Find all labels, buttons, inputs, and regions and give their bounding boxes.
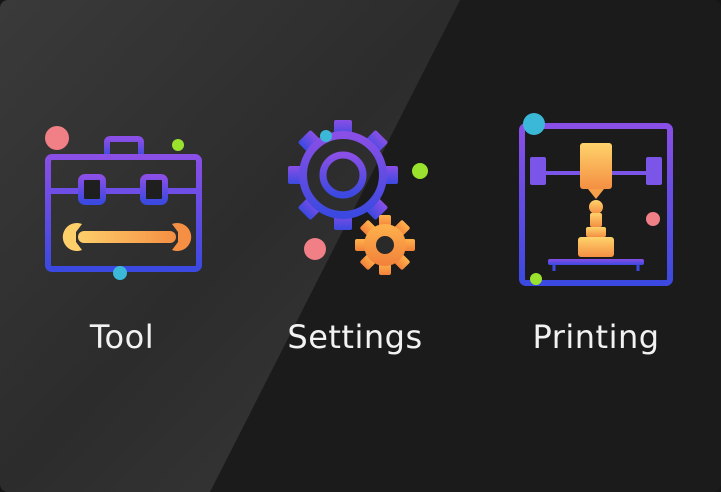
menu-item-tool[interactable]: Tool <box>22 105 222 385</box>
large-gear-icon <box>288 120 398 230</box>
decor-dot-pink <box>646 212 660 226</box>
menu-item-printing[interactable]: Printing <box>496 105 696 385</box>
printed-object <box>578 200 614 257</box>
decor-dot-lime <box>530 273 542 285</box>
decor-dot-lime <box>412 163 428 179</box>
menu-item-settings[interactable]: Settings <box>255 105 455 385</box>
menu-item-label: Printing <box>532 318 660 356</box>
gears-icon <box>288 120 428 275</box>
menu-item-label: Settings <box>287 318 423 356</box>
decor-dot-pink <box>304 238 326 260</box>
decor-dot-cyan <box>523 113 545 135</box>
3d-printer-icon <box>519 113 673 286</box>
wrench-icon <box>62 223 192 251</box>
decor-dot-lime <box>172 139 184 151</box>
decor-dot-pink <box>45 126 69 150</box>
decor-dot-cyan <box>113 266 127 280</box>
decor-dot-cyan <box>320 130 332 142</box>
toolbox-icon <box>45 126 202 280</box>
menu-item-label: Tool <box>89 318 155 356</box>
small-gear-icon <box>355 215 415 275</box>
